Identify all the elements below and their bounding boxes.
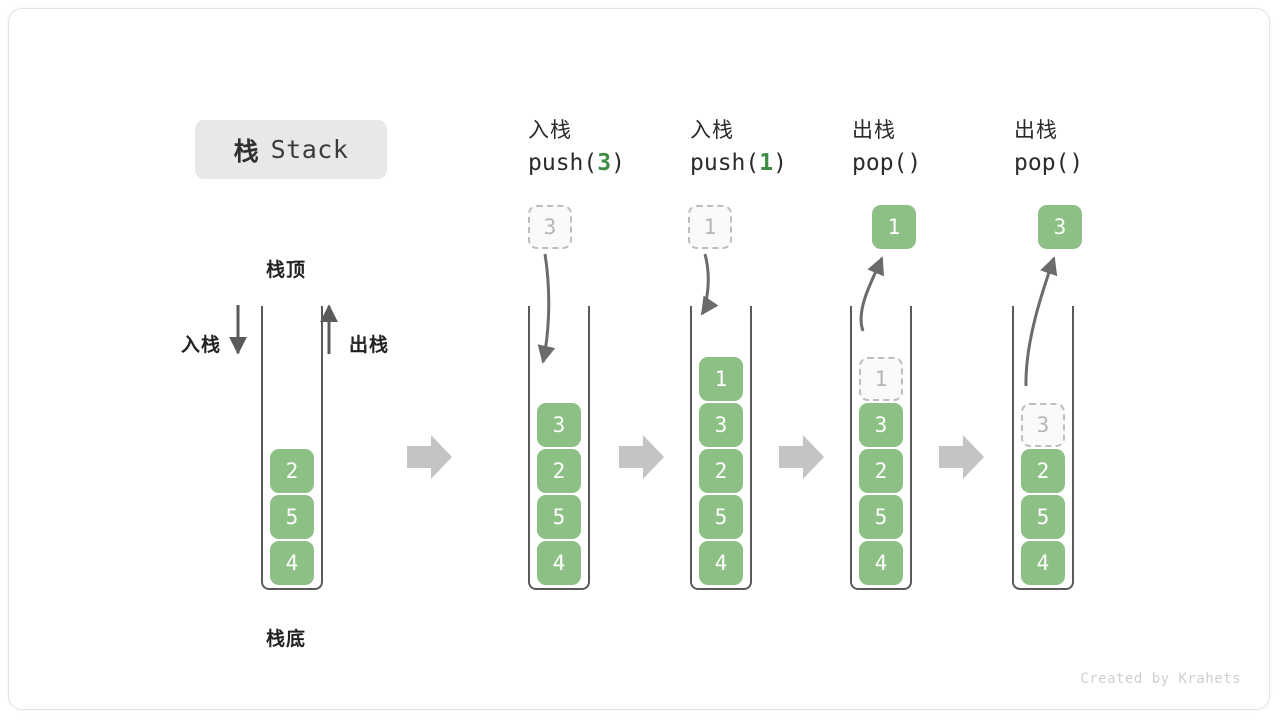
- step-op-1: 入栈: [528, 119, 572, 142]
- stack-cell-ghost: 1: [859, 357, 903, 401]
- popped-cell-4: 3: [1038, 205, 1082, 249]
- stack-cell: 3: [699, 403, 743, 447]
- pending-cell-2: 1: [688, 205, 732, 249]
- stack-cell: 4: [270, 541, 314, 585]
- pop-direction-label: 出栈: [349, 335, 390, 356]
- page-title-cn: 栈: [233, 137, 260, 166]
- stack-cell: 5: [270, 495, 314, 539]
- stack-cell: 2: [537, 449, 581, 493]
- stack-cell: 2: [699, 449, 743, 493]
- separator-arrow-1: [407, 435, 452, 479]
- diagram-overlay: [229, 253, 1058, 479]
- step-header-2: 入栈 push(1): [690, 116, 870, 180]
- step-fn-2: push(1): [690, 150, 787, 176]
- step-fn-1: push(3): [528, 150, 625, 176]
- stack-cell-ghost: 3: [1021, 403, 1065, 447]
- stack-cell: 4: [859, 541, 903, 585]
- stack-cell: 3: [537, 403, 581, 447]
- step-op-4: 出栈: [1014, 119, 1058, 142]
- stack-cell: 2: [1021, 449, 1065, 493]
- step-op-3: 出栈: [852, 119, 896, 142]
- stack-bottom-label: 栈底: [266, 629, 307, 650]
- stack-cell: 5: [859, 495, 903, 539]
- page-title-en: Stack: [270, 135, 349, 164]
- pending-cell-1: 3: [528, 205, 572, 249]
- stack-cell: 5: [699, 495, 743, 539]
- step-fn-3: pop(): [852, 150, 922, 176]
- stack-cell: 4: [537, 541, 581, 585]
- stack-cell: 5: [1021, 495, 1065, 539]
- step-fn-4: pop(): [1014, 150, 1084, 176]
- separator-arrow-2: [619, 435, 664, 479]
- push-flow-arrow-2: [700, 253, 719, 316]
- step-header-3: 出栈 pop(): [852, 116, 1032, 180]
- stack-cell: 4: [1021, 541, 1065, 585]
- stack-top-label: 栈顶: [266, 260, 307, 281]
- stack-cell: 3: [859, 403, 903, 447]
- separator-arrow-3: [779, 435, 824, 479]
- page-title: 栈 Stack: [195, 120, 387, 179]
- stack-cell: 2: [270, 449, 314, 493]
- credit-text: Created by Krahets: [1080, 671, 1241, 687]
- stack-cell: 2: [859, 449, 903, 493]
- step-header-4: 出栈 pop(): [1014, 116, 1194, 180]
- step-op-2: 入栈: [690, 119, 734, 142]
- popped-cell-3: 1: [872, 205, 916, 249]
- push-direction-label: 入栈: [181, 335, 222, 356]
- stack-cell: 1: [699, 357, 743, 401]
- stack-cell: 5: [537, 495, 581, 539]
- separator-arrow-4: [939, 435, 984, 479]
- step-header-1: 入栈 push(3): [528, 116, 708, 180]
- stack-cell: 4: [699, 541, 743, 585]
